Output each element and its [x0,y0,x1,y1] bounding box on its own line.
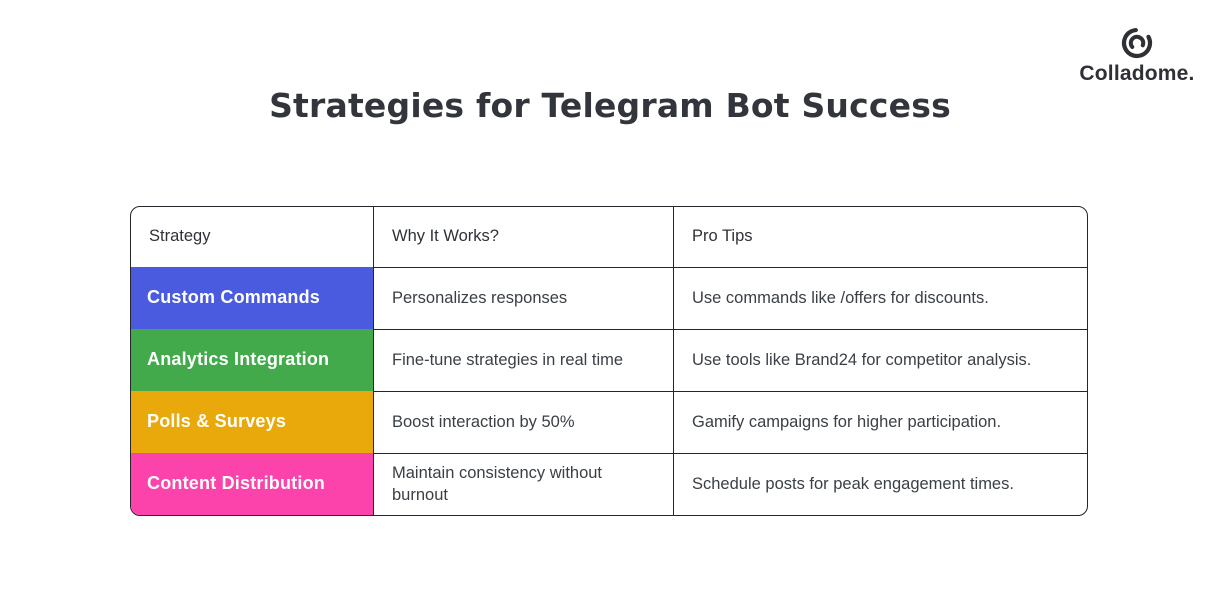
brand-logo: Colladome. [1079,26,1195,86]
strategy-label-polls-surveys: Polls & Surveys [131,391,373,453]
strategy-label-content-distribution: Content Distribution [131,453,373,515]
tips-cell: Use commands like /offers for discounts. [673,267,1087,329]
column-header-why-it-works: Why It Works? [373,207,673,267]
brand-name: Colladome. [1079,62,1195,85]
column-header-strategy: Strategy [149,227,211,246]
tips-cell: Use tools like Brand24 for competitor an… [673,329,1087,391]
column-header-pro-tips: Pro Tips [673,207,1087,267]
page-title: Strategies for Telegram Bot Success [269,86,951,125]
why-cell: Fine-tune strategies in real time [373,329,673,391]
tips-cell: Schedule posts for peak engagement times… [673,453,1087,515]
strategies-table: Strategy Why It Works? Pro Tips Custom C… [130,206,1088,516]
why-cell: Maintain consistency without burnout [373,453,673,515]
strategy-label-custom-commands: Custom Commands [131,267,373,329]
tips-cell: Gamify campaigns for higher participatio… [673,391,1087,453]
colladome-spiral-icon [1121,27,1153,59]
why-cell: Personalizes responses [373,267,673,329]
strategy-label-analytics-integration: Analytics Integration [131,329,373,391]
why-cell: Boost interaction by 50% [373,391,673,453]
